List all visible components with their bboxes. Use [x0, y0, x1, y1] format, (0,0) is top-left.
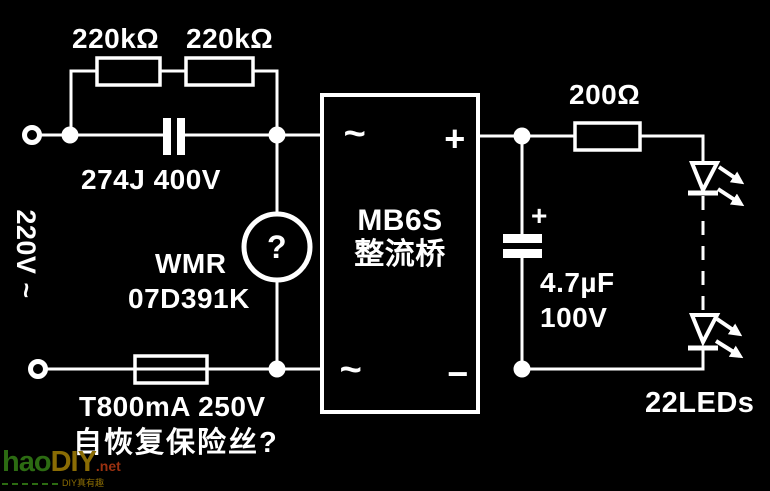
led1-triangle	[689, 161, 721, 195]
varistor-label-line1: WMR	[155, 248, 227, 279]
led1-emission-arrow	[716, 187, 745, 207]
node-dot	[268, 360, 286, 378]
resistor2-symbol	[184, 56, 255, 87]
node-dot	[513, 127, 531, 145]
bridge-pin-minus: −	[447, 353, 469, 394]
terminal-live-icon	[22, 125, 42, 145]
wire-led-return	[522, 348, 705, 371]
resistor1-label: 220kΩ	[72, 23, 160, 54]
capacitor2-value: 4.7µF	[540, 267, 615, 298]
led2-emission-arrow	[715, 317, 743, 337]
resistor3-label: 200Ω	[569, 79, 641, 110]
watermark-net: .net	[95, 458, 121, 474]
terminal-neutral-icon	[28, 359, 48, 379]
wire-resistor-riser-left	[69, 69, 97, 135]
varistor-circle	[241, 211, 313, 283]
capacitor1-label: 274J 400V	[81, 164, 221, 195]
varistor-label-line2: 07D391K	[128, 283, 250, 314]
bridge-pin-ac-bottom: ~	[339, 349, 363, 391]
capacitor2-voltage: 100V	[540, 302, 608, 333]
site-watermark: haoDIY.net DIY真有趣	[2, 448, 121, 488]
watermark-tagline-row: DIY真有趣	[2, 479, 121, 488]
node-dot	[61, 126, 79, 144]
resistor3-symbol	[573, 121, 642, 152]
watermark-diy: DIY	[50, 446, 97, 478]
bridge-pin-plus: +	[444, 118, 466, 159]
resistor2-label: 220kΩ	[186, 23, 274, 54]
watermark-logo: haoDIY.net	[2, 448, 121, 477]
bridge-rectifier-box	[320, 93, 480, 414]
led2-triangle	[689, 313, 721, 347]
wire-to-led1	[640, 134, 705, 163]
wire-resistor-riser-right	[253, 69, 279, 135]
node-dot	[268, 126, 286, 144]
led1-icon	[688, 161, 745, 207]
varistor-question-mark: ?	[266, 229, 288, 265]
watermark-dashed-line	[2, 482, 58, 485]
led1-emission-arrow	[717, 165, 745, 185]
capacitor2-plate-bottom	[503, 249, 542, 258]
led2-emission-arrow	[714, 339, 744, 359]
watermark-tagline: DIY真有趣	[62, 478, 105, 489]
capacitor2-plate-top	[503, 234, 542, 243]
led-count-label: 22LEDs	[645, 387, 755, 419]
capacitor2-polarity: +	[531, 200, 548, 231]
led2-icon	[688, 313, 744, 359]
capacitor1-plate-left	[163, 118, 171, 155]
fuse-note: 自恢复保险丝?	[73, 427, 279, 459]
resistor1-symbol	[95, 56, 162, 87]
bridge-subtitle: 整流桥	[354, 238, 446, 271]
capacitor1-plate-right	[177, 118, 185, 155]
bridge-name: MB6S	[357, 204, 443, 237]
mains-voltage-label: 220V ~	[11, 209, 41, 299]
node-dot	[513, 360, 531, 378]
fuse-label: T800mA 250V	[79, 391, 266, 422]
watermark-hao: hao	[2, 446, 52, 478]
fuse-symbol	[133, 354, 209, 385]
bridge-pin-ac-top: ~	[343, 113, 367, 155]
